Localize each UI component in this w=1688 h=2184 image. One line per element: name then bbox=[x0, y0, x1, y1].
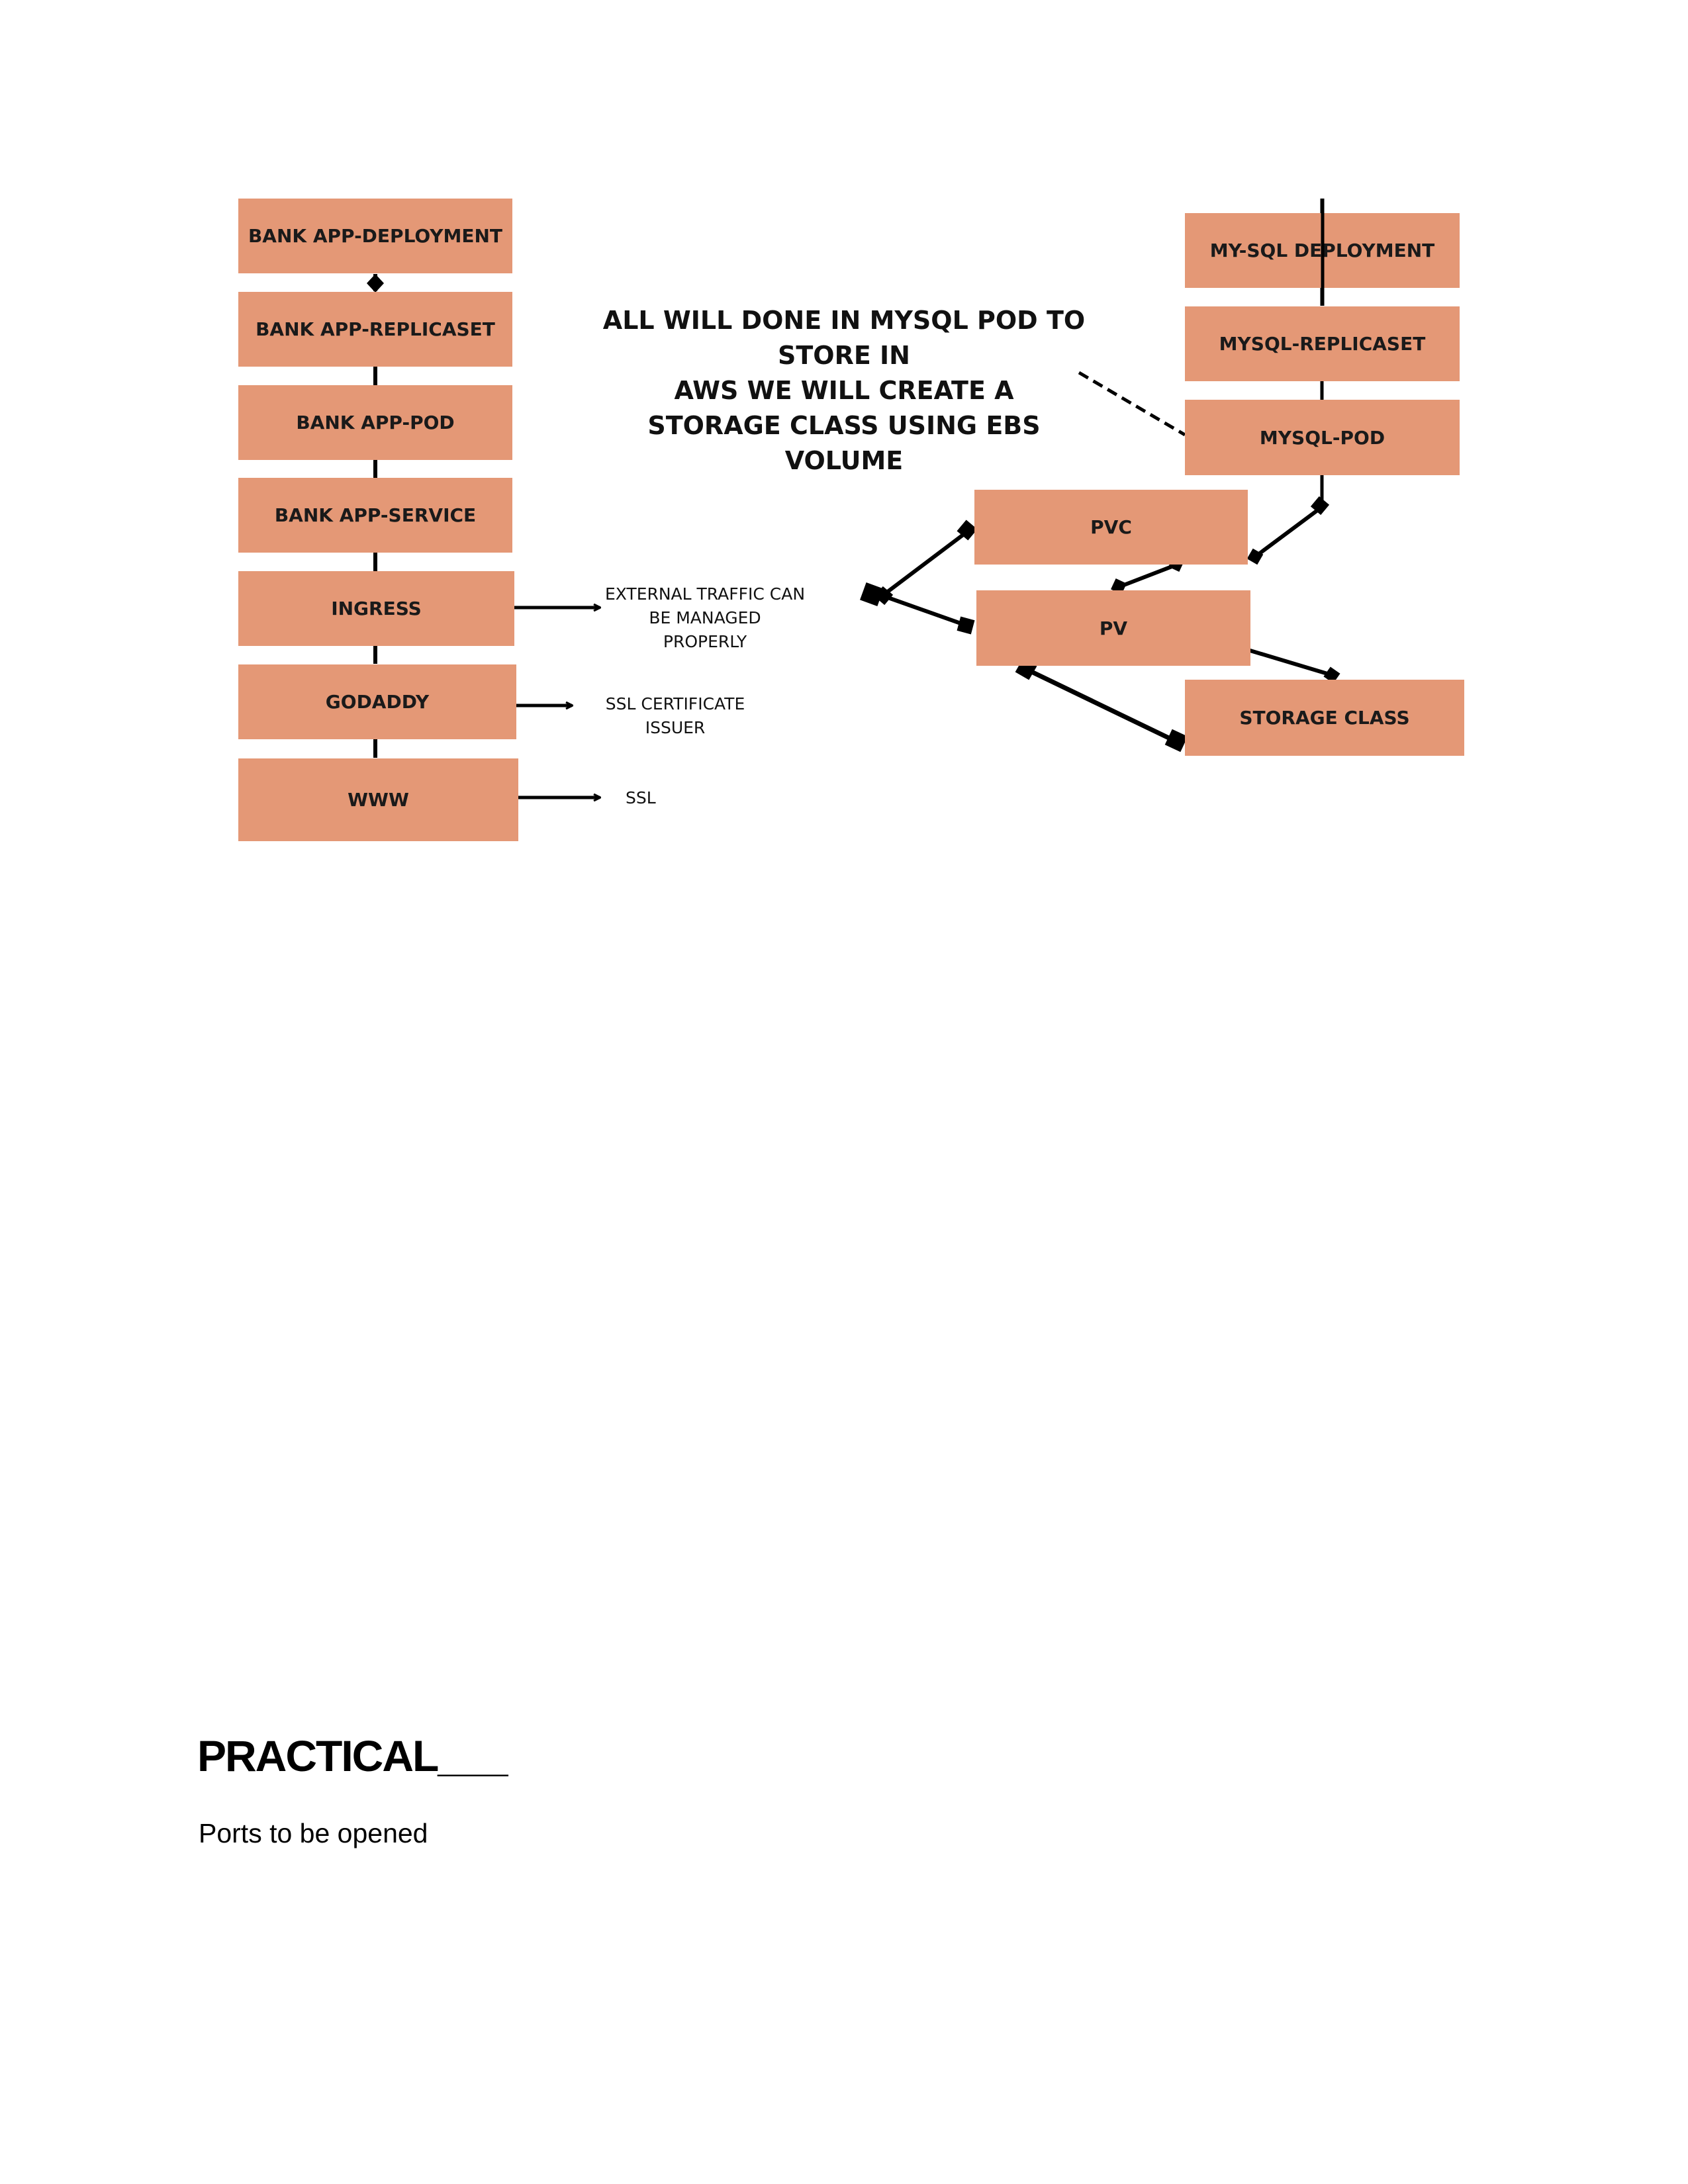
callout-line: STORAGE CLASS USING EBS VOLUME bbox=[647, 411, 1041, 475]
godaddy-note: SSL CERTIFICATE ISSUER bbox=[583, 692, 768, 740]
godaddy-note-line: SSL CERTIFICATE bbox=[605, 694, 745, 713]
callout-line: ALL WILL DONE IN MYSQL POD TO bbox=[602, 306, 1086, 335]
dashed-callout-link bbox=[1078, 371, 1186, 437]
connector-square bbox=[957, 520, 978, 541]
ports-paragraph: Ports to be opened bbox=[199, 1818, 428, 1848]
connector-square bbox=[860, 582, 884, 606]
connector-square bbox=[874, 586, 894, 606]
storage-class-box: STORAGE CLASS bbox=[1185, 680, 1464, 756]
bank-app-service-box: BANK APP-SERVICE bbox=[238, 478, 512, 553]
callout-line: AWS WE WILL CREATE A bbox=[674, 376, 1014, 405]
pv-box: PV bbox=[976, 590, 1250, 666]
ingress-note-line: PROPERLY bbox=[663, 632, 747, 651]
mysql-replicaset-box: MYSQL-REPLICASET bbox=[1185, 306, 1460, 381]
ingress-note: EXTERNAL TRAFFIC CAN BE MANAGED PROPERLY bbox=[596, 582, 814, 654]
pvc-box: PVC bbox=[974, 490, 1248, 565]
ingress-note-line: BE MANAGED bbox=[649, 608, 761, 627]
connector-square bbox=[1164, 729, 1188, 752]
connector-pod-pvc bbox=[1253, 505, 1323, 559]
mysql-pod-box: MYSQL-POD bbox=[1185, 400, 1460, 475]
ingress-note-line: EXTERNAL TRAFFIC CAN bbox=[604, 584, 806, 604]
connector-diamond bbox=[367, 274, 384, 293]
godaddy-note-line: ISSUER bbox=[645, 718, 706, 737]
connector-square bbox=[1323, 666, 1340, 684]
connector-pv-storageclass-upper bbox=[1239, 645, 1333, 677]
connector-junction-pvc bbox=[881, 529, 970, 598]
godaddy-box: GODADDY bbox=[238, 664, 516, 739]
practical-heading: PRACTICAL___ bbox=[197, 1731, 508, 1780]
architecture-diagram: BANK APP-DEPLOYMENT BANK APP-REPLICASET … bbox=[0, 0, 1688, 874]
connector-pv-storageclass-lower bbox=[1025, 666, 1177, 744]
connector-square bbox=[1246, 548, 1264, 565]
connector-square bbox=[1310, 496, 1330, 516]
connector-pvc-pv bbox=[1117, 563, 1178, 589]
bank-app-pod-box: BANK APP-POD bbox=[238, 385, 512, 460]
bank-app-replicaset-box: BANK APP-REPLICASET bbox=[238, 292, 512, 367]
www-note: SSL bbox=[626, 788, 656, 807]
connector-square bbox=[957, 616, 975, 635]
www-box: WWW bbox=[238, 758, 518, 841]
mysql-deployment-box: MY-SQL DEPLOYMENT bbox=[1185, 213, 1460, 288]
ingress-box: INGRESS bbox=[238, 571, 514, 646]
callout-line: STORE IN bbox=[778, 341, 910, 370]
bank-app-deployment-box: BANK APP-DEPLOYMENT bbox=[238, 199, 512, 273]
mysql-storage-callout: ALL WILL DONE IN MYSQL POD TO STORE IN A… bbox=[596, 303, 1092, 478]
connector-junction-pv bbox=[881, 594, 968, 627]
connector-square bbox=[1111, 578, 1127, 594]
